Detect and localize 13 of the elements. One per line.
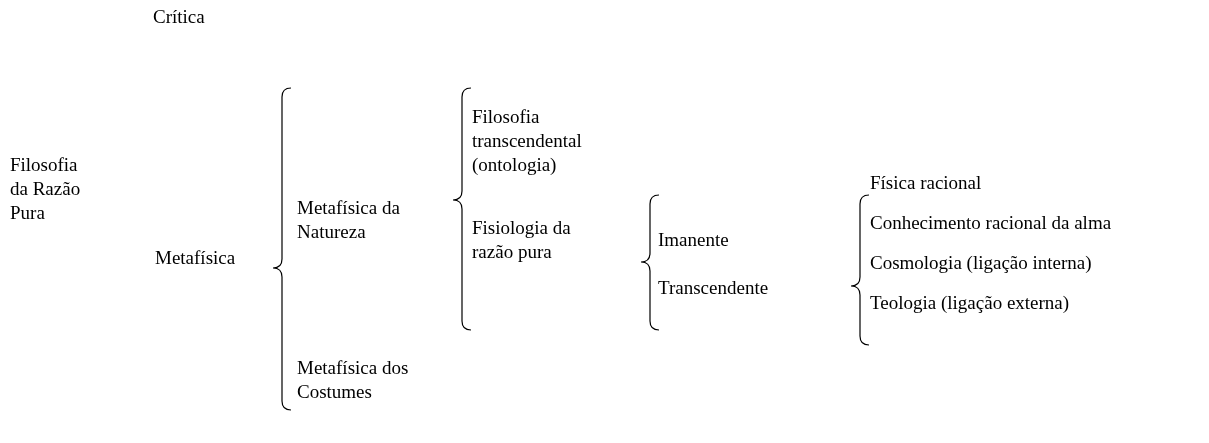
category-label: Filosofia da Razão Pura — [10, 153, 82, 225]
category-label: Crítica — [153, 5, 205, 29]
category-label: Conhecimento racional da alma — [870, 211, 1112, 235]
category-label: Física racional — [870, 171, 982, 195]
category-label: Fisiologia da razão pura — [472, 216, 572, 264]
category-label: Metafísica dos Costumes — [297, 356, 409, 404]
category-label: Imanente — [658, 228, 729, 252]
category-label: Filosofia transcendental (ontologia) — [472, 105, 583, 177]
category-label: Cosmologia (ligação interna) — [870, 251, 1092, 275]
category-label: Metafísica — [155, 246, 236, 270]
category-label: Teologia (ligação externa) — [870, 291, 1070, 315]
category-label: Metafísica da Natureza — [297, 196, 401, 244]
category-label: Transcendente — [658, 276, 769, 300]
